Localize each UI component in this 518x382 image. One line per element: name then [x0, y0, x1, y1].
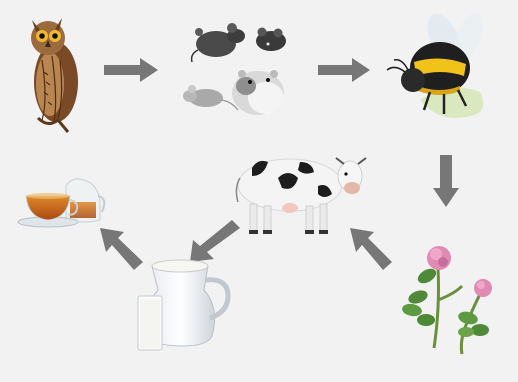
arrow-clover-to-cow: [350, 228, 392, 270]
tea-icon: [17, 178, 106, 228]
arrow-cow-to-milk: [190, 220, 240, 262]
arrow-mice-to-bee: [318, 58, 370, 82]
arrow-milk-to-tea: [100, 228, 143, 270]
bumblebee-icon: [386, 13, 484, 118]
arrow-bee-to-clover: [433, 155, 459, 207]
clover-icon: [402, 246, 492, 355]
milk-jug-icon: [137, 259, 231, 351]
owl-icon: [31, 18, 78, 133]
arrow-owl-to-mice: [104, 58, 158, 82]
cow-icon: [235, 157, 367, 234]
mice-icon: [183, 23, 286, 115]
